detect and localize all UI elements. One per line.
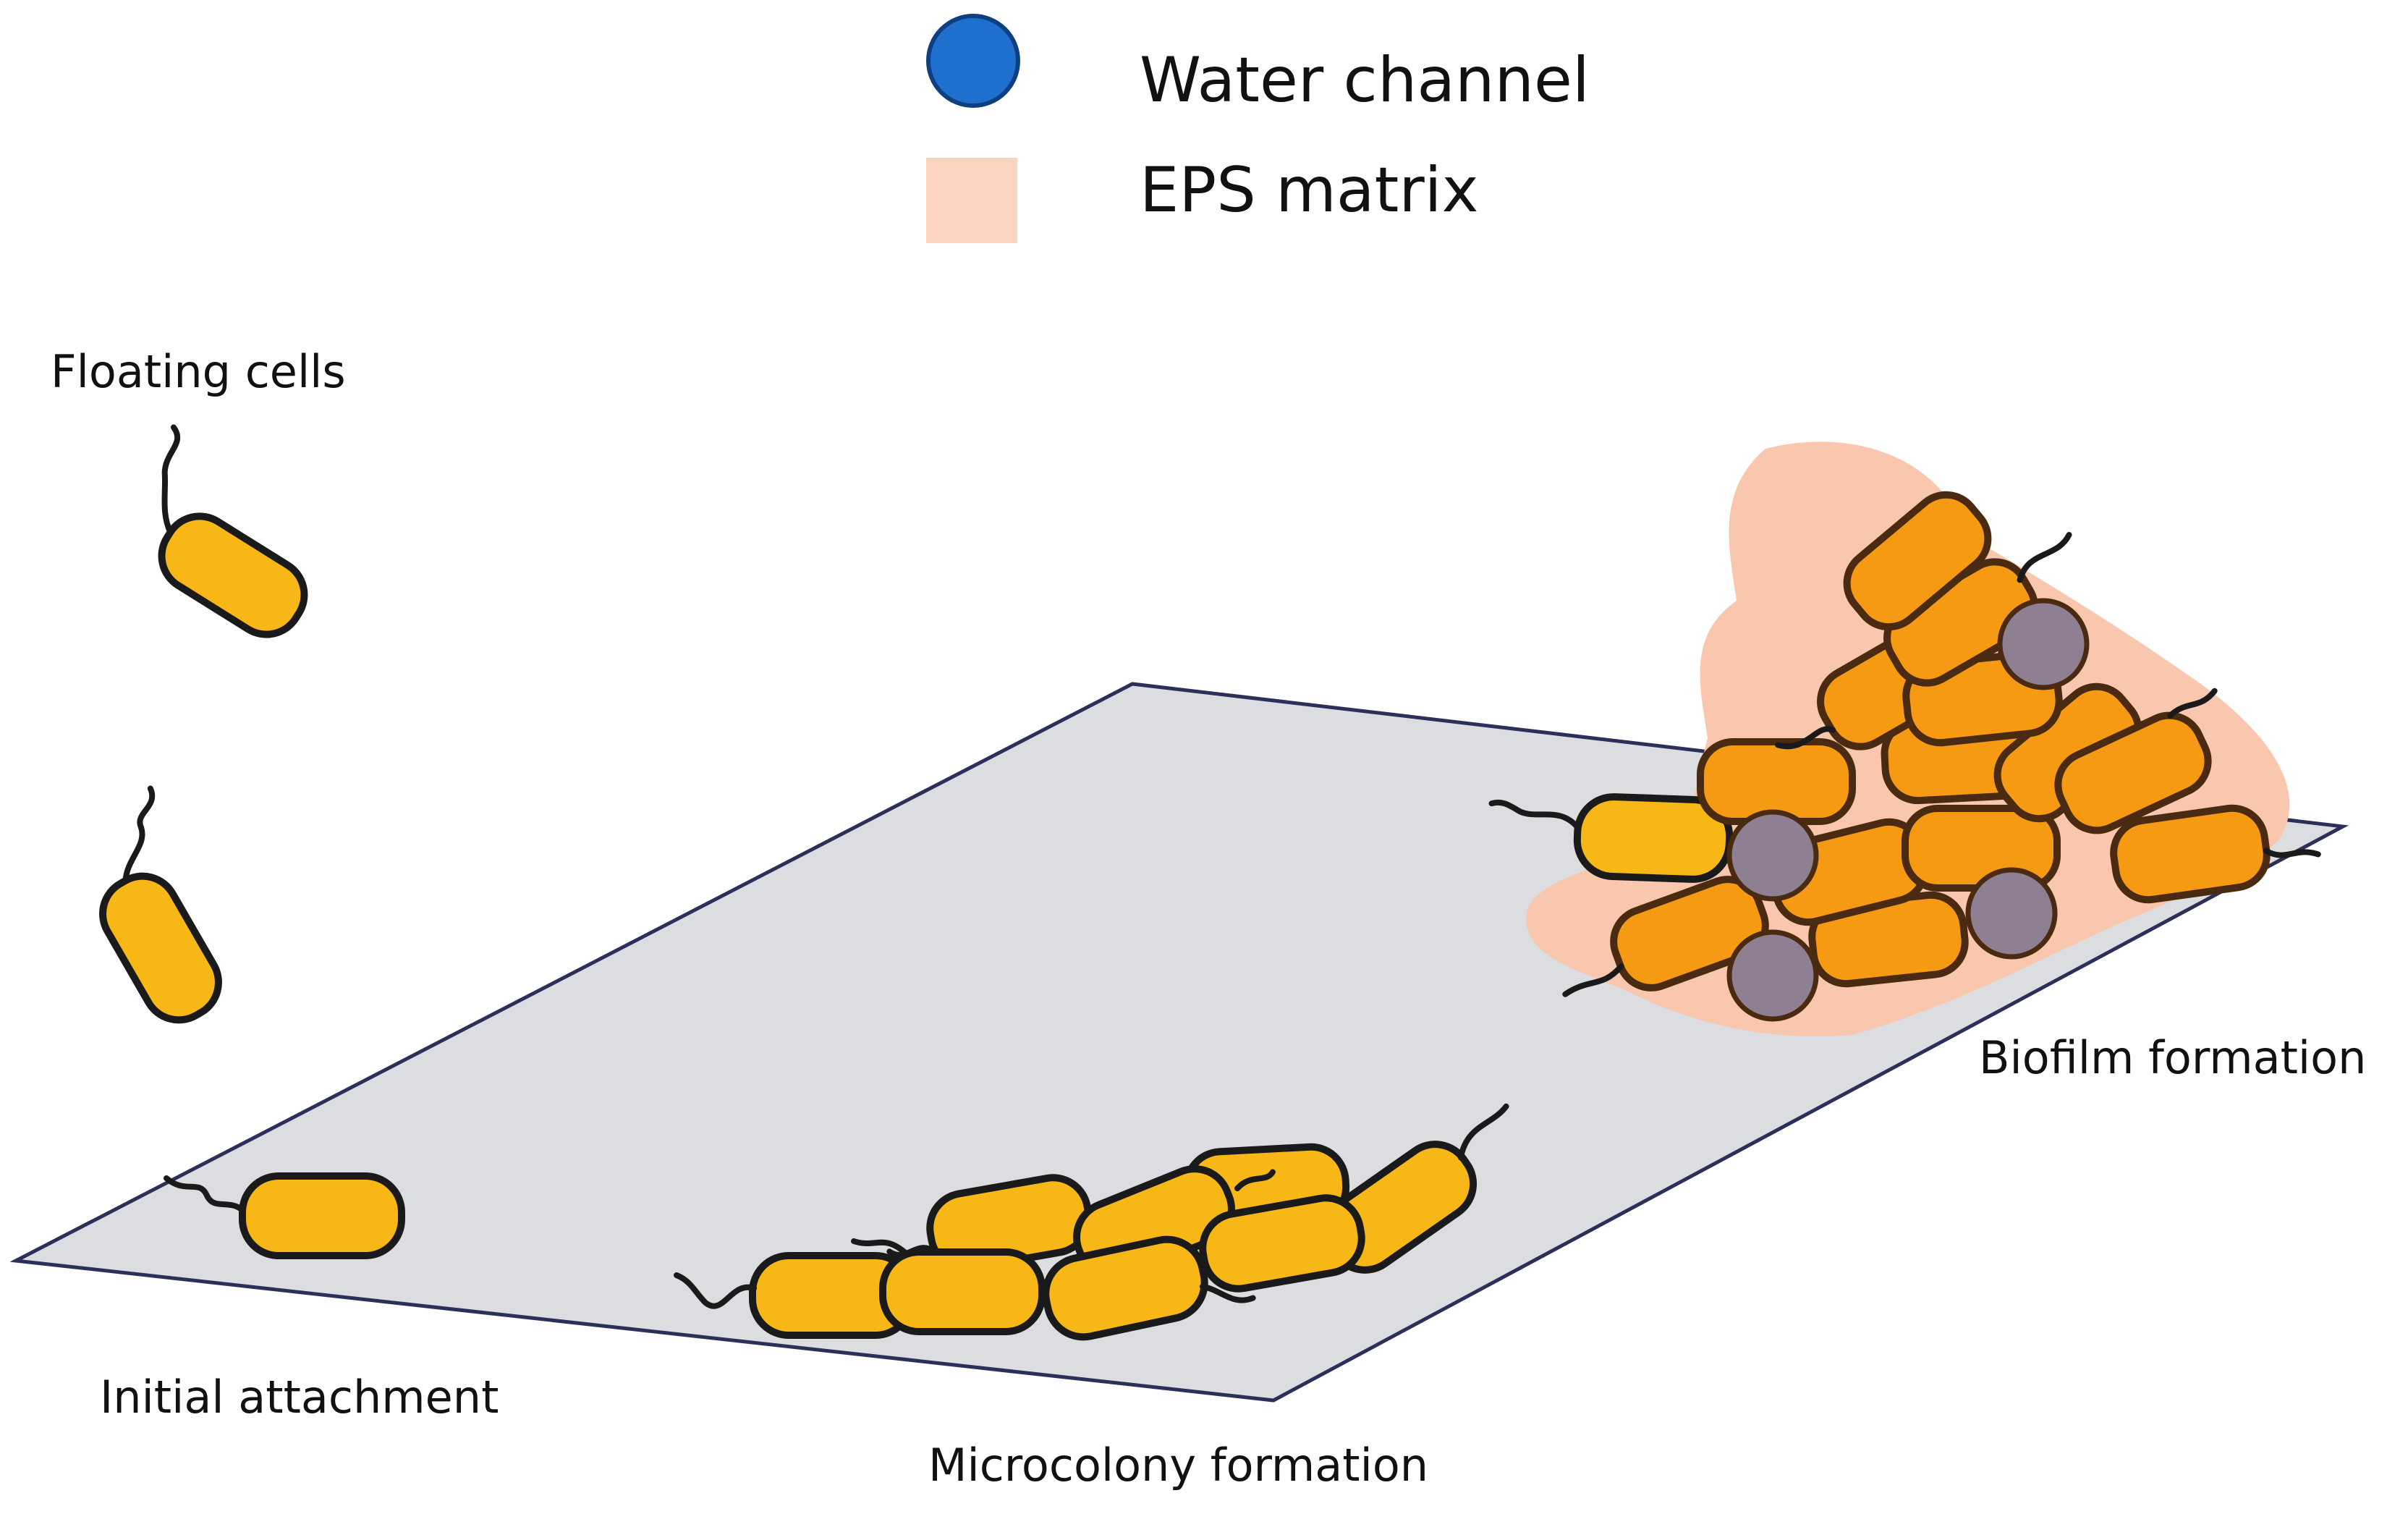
legend-label-eps-matrix: EPS matrix	[1140, 154, 1478, 227]
stage-label-biofilm: Biofilm formation	[1979, 1031, 2366, 1084]
floating-cell	[99, 785, 222, 1024]
stage-label-initial-attachment: Initial attachment	[100, 1371, 499, 1424]
floating-cell	[158, 424, 308, 638]
microcolony-cell	[674, 1252, 915, 1339]
microcolony-group	[674, 1103, 1509, 1341]
eps-matrix-legend-icon	[926, 158, 1017, 243]
stage-label-floating: Floating cells	[51, 345, 346, 398]
biofilm-cell	[2054, 688, 2218, 834]
biofilm-cell	[1562, 876, 1769, 997]
attached-cell	[164, 1172, 405, 1259]
legend-item-water-channel: Water channel	[926, 14, 1590, 117]
microcolony-cell	[1199, 1194, 1365, 1293]
legend-label-water-channel: Water channel	[1140, 44, 1590, 117]
water-channel-legend-icon	[926, 14, 1020, 108]
biofilm-water-channel	[1965, 867, 2058, 960]
biofilm-water-channel	[1997, 598, 2090, 690]
floating-cells-group: Floating cells	[51, 345, 346, 1024]
legend: Water channel EPS matrix	[926, 14, 1590, 243]
biofilm-cell	[1697, 738, 1856, 825]
microcolony-cell	[851, 1238, 1046, 1335]
biofilm-water-channel	[1726, 929, 1819, 1022]
biofilm-cell	[2110, 804, 2321, 904]
stage-label-microcolony: Microcolony formation	[928, 1439, 1428, 1492]
microcolony-cell	[1042, 1235, 1256, 1341]
biofilm-cell	[1843, 491, 1992, 631]
initial-attachment-group: Initial attachment	[100, 1172, 499, 1424]
biofilm-group	[1488, 441, 2321, 1036]
biofilm-water-channel	[1726, 809, 1819, 902]
legend-item-eps-matrix: EPS matrix	[926, 154, 1478, 243]
